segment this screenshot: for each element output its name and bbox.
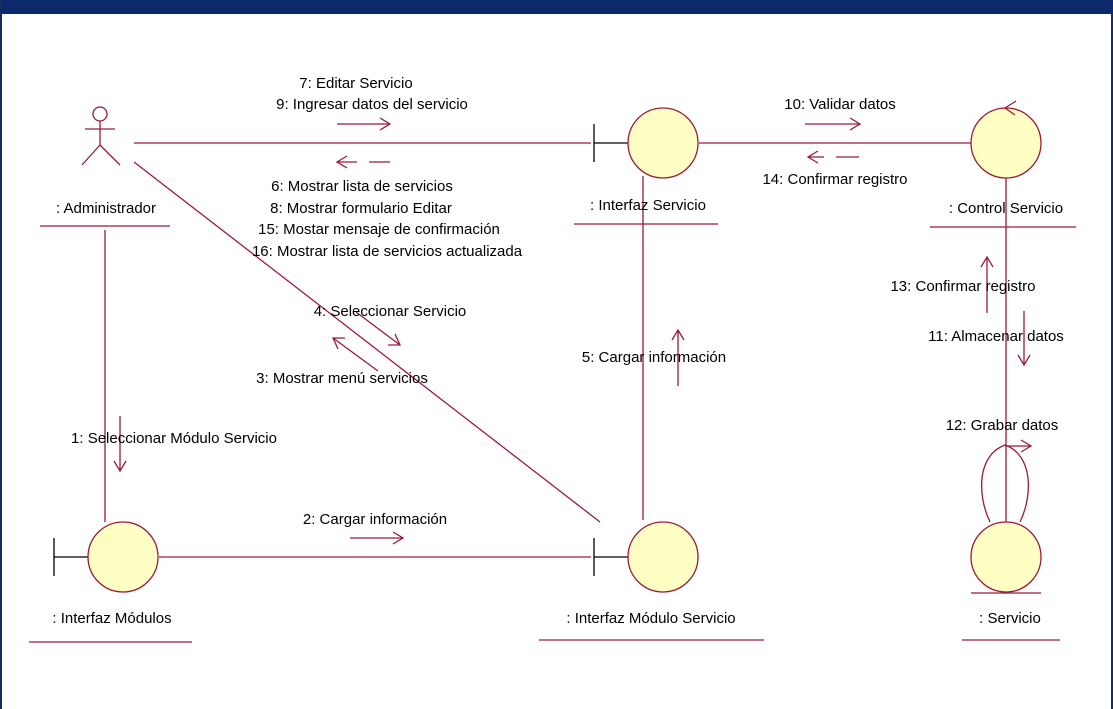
- message-label: 2: Cargar información: [303, 511, 447, 528]
- message-label: 12: Grabar datos: [946, 417, 1059, 434]
- arrow-right: [805, 117, 862, 131]
- arrow-down: [1017, 311, 1031, 367]
- message-label: 6: Mostrar lista de servicios: [271, 178, 453, 195]
- object-label-interfaz-modulos: : Interfaz Módulos: [52, 610, 171, 627]
- object-label-interfaz-servicio: : Interfaz Servicio: [590, 197, 706, 214]
- arrow-right: [337, 117, 392, 131]
- arrow-left-dashed: [335, 155, 390, 169]
- boundary-icon: [593, 107, 699, 179]
- message-label: 11: Almacenar datos: [928, 328, 1064, 345]
- object-label-servicio: : Servicio: [979, 610, 1041, 627]
- self-link-servicio: [980, 444, 1030, 523]
- message-label: 16: Mostrar lista de servicios actualiza…: [252, 243, 523, 260]
- arrow-left-dashed: [806, 150, 859, 164]
- message-label: 1: Seleccionar Módulo Servicio: [71, 430, 277, 447]
- message-label: 9: Ingresar datos del servicio: [276, 96, 468, 113]
- arrow-down: [113, 416, 127, 473]
- message-label: 5: Cargar información: [582, 349, 726, 366]
- actor-icon: [81, 106, 121, 166]
- arrow-up: [980, 255, 994, 313]
- arrow-up: [671, 328, 685, 386]
- object-label-interfaz-modulo-servicio: : Interfaz Módulo Servicio: [566, 610, 735, 627]
- boundary-icon: [53, 521, 159, 593]
- header-bar: [2, 0, 1113, 14]
- message-label: 4: Seleccionar Servicio: [314, 303, 467, 320]
- message-label: 3: Mostrar menú servicios: [256, 370, 428, 387]
- control-icon: [970, 100, 1042, 179]
- object-label-administrador: : Administrador: [56, 200, 156, 217]
- link-admin-interfaz-modulo-servicio: [133, 161, 601, 523]
- arrow-right: [350, 531, 405, 545]
- message-label: 14: Confirmar registro: [762, 171, 907, 188]
- message-label: 13: Confirmar registro: [890, 278, 1035, 295]
- message-label: 15: Mostar mensaje de confirmación: [258, 221, 500, 238]
- arrow-right: [1005, 439, 1033, 453]
- arrow-down-right: [355, 311, 402, 346]
- message-label: 7: Editar Servicio: [299, 75, 412, 92]
- object-label-control-servicio: : Control Servicio: [949, 200, 1063, 217]
- message-label: 10: Validar datos: [784, 96, 895, 113]
- arrow-up-left: [331, 337, 379, 372]
- entity-icon: [970, 521, 1042, 594]
- boundary-icon: [593, 521, 699, 593]
- message-label: 8: Mostrar formulario Editar: [270, 200, 452, 217]
